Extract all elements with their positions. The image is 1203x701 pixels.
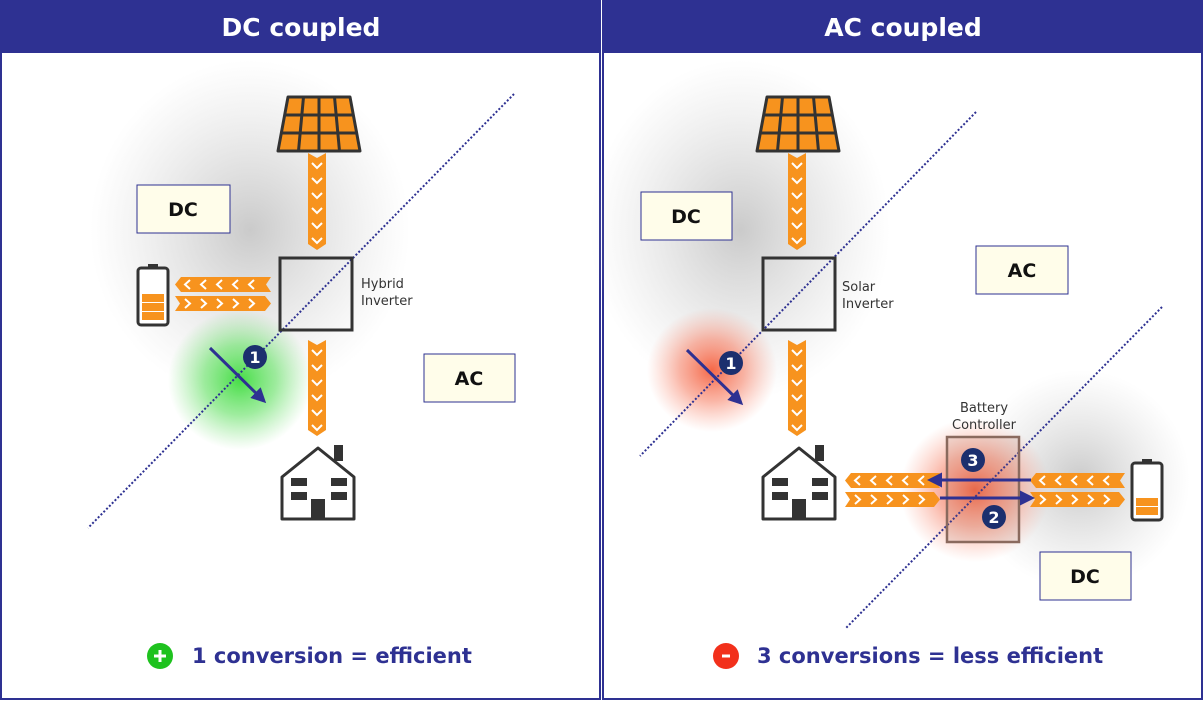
left-panel-border — [0, 51, 601, 700]
ac-dc-boundary-line-top — [639, 111, 977, 457]
efficiency-glow-green — [168, 310, 312, 450]
svg-text:2: 2 — [988, 508, 999, 527]
ac-dc-boundary-line-bottom — [845, 306, 1163, 629]
house-icon — [280, 445, 356, 521]
inverter-label: Solar — [842, 280, 876, 295]
hybrid-inverter-box — [278, 256, 354, 332]
right-panel-title: AC coupled — [824, 13, 982, 42]
flow-arrow-down — [308, 153, 326, 250]
left-header-bar — [0, 0, 601, 52]
minus-icon — [713, 643, 739, 669]
svg-text:DC: DC — [1070, 566, 1100, 588]
svg-text:1: 1 — [725, 354, 736, 373]
solar-inverter-box — [761, 256, 837, 332]
conversion-glow-red-2 — [900, 418, 1050, 562]
solar-panel-icon — [755, 95, 841, 153]
battery-icon — [1130, 459, 1164, 522]
inverter-label: Inverter — [361, 294, 413, 309]
svg-text:DC: DC — [168, 199, 198, 221]
flow-arrow-right — [175, 296, 271, 311]
step-badge-1: 1 — [243, 345, 267, 369]
step-badge-1: 1 — [719, 351, 743, 375]
zone-label-dc: DC — [640, 191, 733, 241]
inverter-label: Inverter — [842, 297, 894, 312]
svg-text:AC: AC — [455, 368, 484, 390]
zone-label-dc: DC — [136, 184, 231, 234]
flow-arrow-left — [1030, 473, 1125, 488]
step-badge-3: 3 — [961, 448, 985, 472]
svg-text:AC: AC — [1008, 260, 1037, 282]
flow-arrow-down — [788, 153, 806, 250]
flow-arrow-left — [175, 277, 271, 292]
zone-label-ac: AC — [423, 353, 516, 403]
controller-label: Battery — [960, 401, 1008, 416]
flow-arrow-down — [308, 340, 326, 436]
house-icon — [761, 445, 837, 521]
left-footer-text: 1 conversion = efficient — [192, 644, 472, 668]
controller-label: Controller — [952, 418, 1017, 433]
conversion-arrow — [208, 346, 267, 404]
plus-icon — [147, 643, 173, 669]
flow-arrow-left — [845, 473, 940, 488]
inverter-label: Hybrid — [361, 277, 404, 292]
solar-panel-icon — [276, 95, 362, 153]
zone-label-dc: DC — [1039, 551, 1132, 601]
right-header-bar — [602, 0, 1203, 52]
step-badge-2: 2 — [982, 505, 1006, 529]
conversion-glow-red-1 — [647, 308, 777, 432]
conversion-arrow — [685, 348, 744, 406]
right-footer-text: 3 conversions = less efficient — [757, 644, 1103, 668]
svg-text:1: 1 — [249, 348, 260, 367]
right-panel-border — [602, 51, 1203, 700]
left-panel-title: DC coupled — [222, 13, 381, 42]
flow-arrow-right — [1030, 492, 1125, 507]
battery-icon — [136, 264, 170, 327]
svg-text:DC: DC — [671, 206, 701, 228]
battery-controller-box — [945, 435, 1021, 544]
ac-dc-boundary-line — [87, 93, 515, 529]
flow-arrow-down — [788, 340, 806, 436]
svg-text:3: 3 — [967, 451, 978, 470]
flow-arrow-right — [845, 492, 940, 507]
zone-label-ac: AC — [975, 245, 1069, 295]
